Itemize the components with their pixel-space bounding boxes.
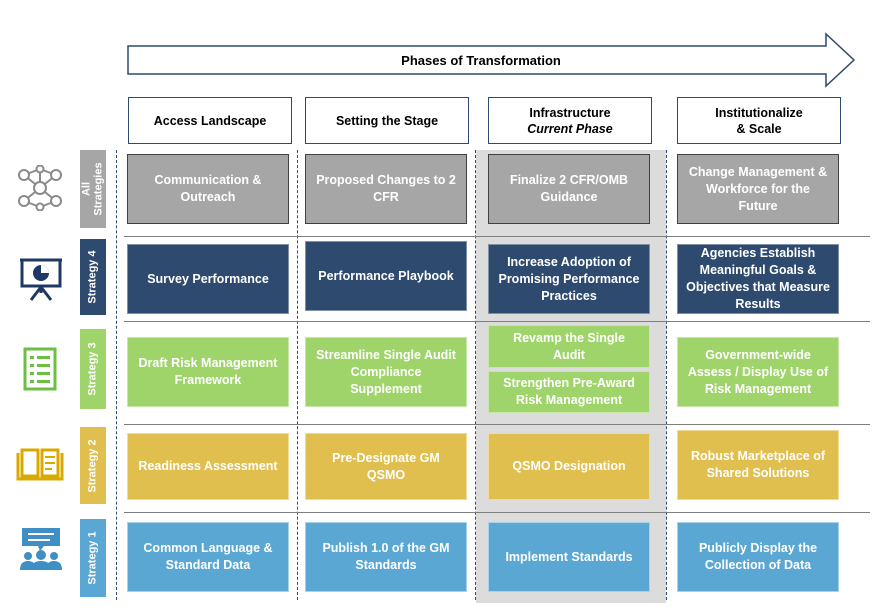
phase-title: Infrastructure — [529, 105, 611, 120]
open-book-icon — [16, 448, 64, 481]
column-divider — [116, 150, 117, 600]
cell-publish-standards: Publish 1.0 of the GM Standards — [305, 522, 467, 592]
network-icon — [18, 165, 62, 211]
cell-implement-standards: Implement Standards — [488, 522, 650, 592]
cell-increase-adoption: Increase Adoption of Promising Performan… — [488, 244, 650, 314]
cell-robust-marketplace: Robust Marketplace of Shared Solutions — [677, 430, 839, 500]
presentation-chart-icon — [20, 258, 62, 301]
row-divider — [124, 424, 870, 425]
phase-title: Setting the Stage — [335, 113, 439, 128]
phase-title: Institutionalize — [715, 105, 803, 120]
column-divider — [475, 150, 476, 600]
group-chat-icon — [20, 528, 62, 570]
phase-header-access-landscape: Access Landscape — [128, 97, 292, 144]
column-divider — [297, 150, 298, 600]
strategy-label-text: Strategy 4 — [87, 250, 100, 304]
phases-arrow-label: Phases of Transformation — [401, 52, 561, 68]
cell-communication-outreach: Communication & Outreach — [127, 154, 289, 224]
row-divider — [124, 512, 870, 513]
strategy-label-1: Strategy 1 — [80, 519, 106, 597]
phases-arrow — [127, 32, 856, 88]
phase-title: Access Landscape — [153, 113, 267, 128]
column-divider — [666, 150, 667, 600]
cell-streamline-single-audit: Streamline Single Audit Compliance Suppl… — [305, 337, 467, 407]
strategy-label-text: Strategies — [93, 162, 106, 216]
cell-agencies-establish-goals: Agencies Establish Meaningful Goals & Ob… — [677, 244, 839, 314]
strategy-label-2: Strategy 2 — [80, 427, 106, 504]
cell-survey-performance: Survey Performance — [127, 244, 289, 314]
strategy-label-3: Strategy 3 — [80, 329, 106, 409]
row-divider — [124, 236, 870, 237]
cell-readiness-assessment: Readiness Assessment — [127, 433, 289, 500]
cell-strengthen-pre-award: Strengthen Pre-Award Risk Management — [488, 371, 650, 413]
cell-finalize-cfr: Finalize 2 CFR/OMB Guidance — [488, 154, 650, 224]
strategy-label-4: Strategy 4 — [80, 239, 106, 315]
strategy-label-text: Strategy 3 — [87, 342, 100, 396]
cell-revamp-single-audit: Revamp the Single Audit — [488, 325, 650, 368]
strategy-label-text: Strategy 1 — [87, 531, 100, 585]
checklist-icon — [23, 347, 57, 391]
phase-header-infrastructure: Infrastructure Current Phase — [488, 97, 652, 144]
cell-publicly-display-data: Publicly Display the Collection of Data — [677, 522, 839, 592]
row-divider — [124, 321, 870, 322]
strategy-label-text: Strategy 2 — [87, 438, 100, 493]
cell-pre-designate-qsmo: Pre-Designate GM QSMO — [305, 433, 467, 500]
cell-performance-playbook: Performance Playbook — [305, 241, 467, 311]
phase-title-line2: & Scale — [736, 121, 782, 136]
cell-proposed-changes: Proposed Changes to 2 CFR — [305, 154, 467, 224]
cell-change-management: Change Management & Workforce for the Fu… — [677, 154, 839, 224]
phase-subtitle-current: Current Phase — [527, 121, 613, 136]
cell-common-language: Common Language & Standard Data — [127, 522, 289, 592]
cell-government-wide-assess: Government-wide Assess / Display Use of … — [677, 337, 839, 407]
strategy-label-text: All — [81, 181, 94, 197]
cell-draft-risk-framework: Draft Risk Management Framework — [127, 337, 289, 407]
phase-header-setting-the-stage: Setting the Stage — [305, 97, 469, 144]
phase-header-institutionalize: Institutionalize & Scale — [677, 97, 841, 144]
cell-qsmo-designation: QSMO Designation — [488, 433, 650, 500]
